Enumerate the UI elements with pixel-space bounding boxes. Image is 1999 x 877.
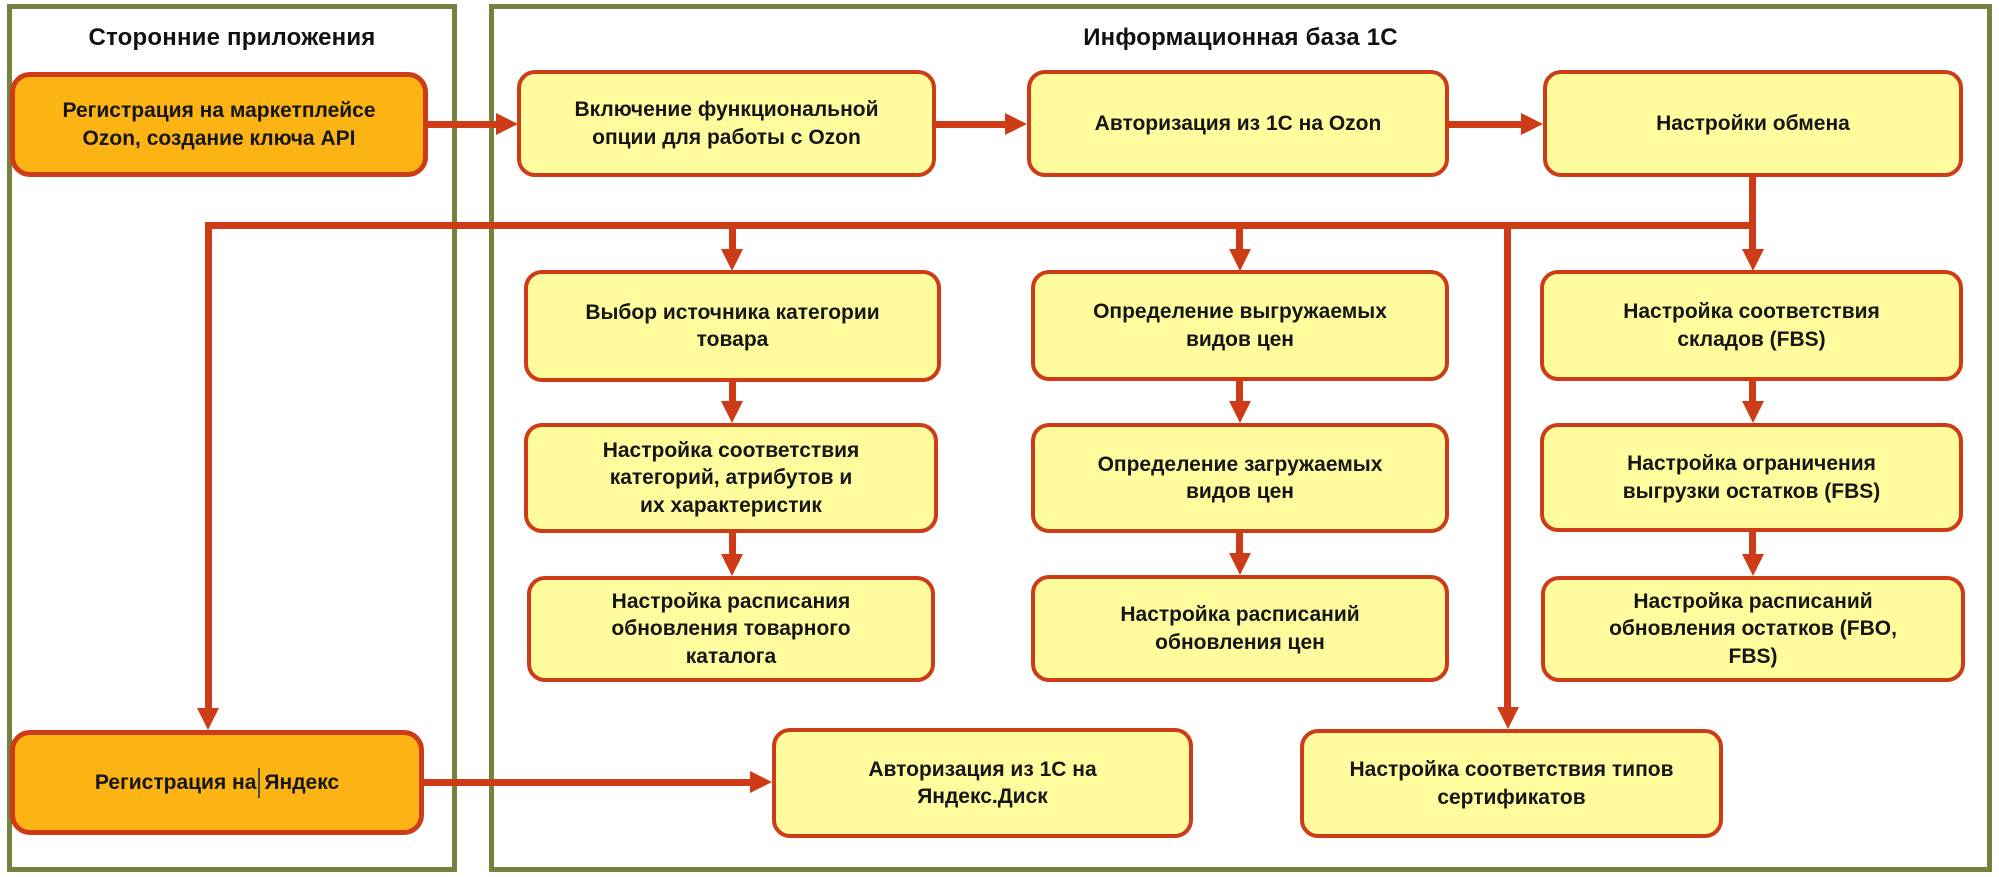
connector-importprices-priceschedule-arrowhead: [1229, 553, 1251, 575]
node-enable-ozon-option-label: Включение функциональной опции для работ…: [574, 98, 879, 149]
node-category-mapping-label: Настройка соответствия категорий, атрибу…: [602, 439, 860, 517]
connector-stocklimit-stockschedule-line: [1749, 532, 1756, 554]
connector-yandexreg-yadisk-line: [424, 779, 752, 786]
connector-rail-yandexreg-arrowhead: [197, 708, 219, 730]
connector-categorysource-categorymapping-arrowhead: [721, 401, 743, 423]
panel-1c-infobase: [489, 4, 1992, 872]
node-cert-mapping: Настройка соответствия типов сертификато…: [1300, 729, 1723, 838]
connector-distribution-rail: [205, 222, 1756, 229]
node-category-source-label: Выбор источника категории товара: [585, 300, 880, 351]
connector-rail-warehousemapping-arrowhead: [1742, 249, 1764, 271]
node-auth-ozon-label: Авторизация из 1С на Ozon: [1094, 111, 1382, 135]
connector-importprices-priceschedule-line: [1236, 533, 1243, 553]
node-warehouse-mapping: Настройка соответствия складов (FBS): [1540, 270, 1963, 381]
node-catalog-schedule: Настройка расписания обновления товарног…: [527, 576, 935, 682]
node-warehouse-mapping-label: Настройка соответствия складов (FBS): [1623, 300, 1880, 351]
node-yandex-registration: Регистрация на Яндекс: [10, 730, 424, 835]
node-import-prices-label: Определение загружаемых видов цен: [1097, 452, 1383, 503]
panel-title-1c-infobase: Информационная база 1С: [1083, 24, 1398, 51]
panel-title-third-party-apps: Сторонние приложения: [88, 24, 376, 51]
connector-rail-yandexreg-line: [205, 229, 212, 709]
connector-exportprices-importprices-arrowhead: [1229, 401, 1251, 423]
node-auth-ozon: Авторизация из 1С на Ozon: [1027, 70, 1449, 177]
connector-rail-certmapping-line: [1504, 229, 1511, 708]
connector-rail-categorysource-line: [729, 229, 736, 250]
yandex-label-part2: Яндекс: [264, 770, 340, 794]
node-export-prices: Определение выгружаемых видов цен: [1031, 270, 1449, 381]
node-price-schedule-label: Настройка расписаний обновления цен: [1120, 603, 1360, 654]
node-ozon-registration-label: Регистрация на маркетплейсе Ozon, создан…: [62, 99, 376, 150]
node-catalog-schedule-label: Настройка расписания обновления товарног…: [611, 590, 851, 668]
connector-warehousemapping-stocklimit-arrowhead: [1742, 401, 1764, 423]
node-auth-yandex-disk-label: Авторизация из 1С на Яндекс.Диск: [868, 757, 1097, 808]
connector-enableoption-authozon-arrowhead: [1005, 113, 1027, 135]
node-price-schedule: Настройка расписаний обновления цен: [1031, 575, 1449, 682]
connector-ozonreg-enableoption-line: [428, 121, 498, 128]
connector-rail-categorysource-arrowhead: [721, 249, 743, 271]
connector-ozonreg-enableoption-arrowhead: [496, 113, 518, 135]
connector-enableoption-authozon-line: [936, 121, 1007, 128]
connector-categorymapping-catalogschedule-line: [729, 533, 736, 554]
node-yandex-registration-label: Регистрация на Яндекс: [94, 767, 340, 798]
connector-rail-certmapping-arrowhead: [1497, 707, 1519, 729]
connector-warehousemapping-stocklimit-line: [1749, 381, 1756, 402]
node-category-mapping: Настройка соответствия категорий, атрибу…: [524, 423, 938, 533]
node-import-prices: Определение загружаемых видов цен: [1031, 423, 1449, 533]
yandex-label-part1: Регистрация на: [94, 770, 257, 794]
connector-rail-exportprices-line: [1236, 229, 1243, 250]
connector-rail-exportprices-arrowhead: [1229, 249, 1251, 271]
connector-rail-warehousemapping-line: [1749, 229, 1756, 250]
node-enable-ozon-option: Включение функциональной опции для работ…: [517, 70, 936, 177]
connector-categorymapping-catalogschedule-arrowhead: [721, 554, 743, 576]
node-stock-limit-label: Настройка ограничения выгрузки остатков …: [1622, 452, 1881, 503]
panel-third-party-apps: [7, 4, 457, 872]
node-stock-schedule: Настройка расписаний обновления остатков…: [1541, 576, 1965, 682]
node-stock-schedule-label: Настройка расписаний обновления остатков…: [1609, 590, 1897, 668]
node-stock-limit: Настройка ограничения выгрузки остатков …: [1540, 423, 1963, 532]
connector-authozon-exchange-line: [1449, 121, 1523, 128]
node-exchange-settings: Настройки обмена: [1543, 70, 1963, 177]
text-cursor: [258, 767, 261, 798]
connector-exchange-rail-line: [1749, 177, 1756, 229]
connector-categorysource-categorymapping-line: [729, 382, 736, 402]
node-category-source: Выбор источника категории товара: [524, 270, 941, 382]
node-export-prices-label: Определение выгружаемых видов цен: [1093, 300, 1387, 351]
node-exchange-settings-label: Настройки обмена: [1656, 111, 1850, 135]
connector-stocklimit-stockschedule-arrowhead: [1742, 554, 1764, 576]
connector-exportprices-importprices-line: [1236, 381, 1243, 402]
node-auth-yandex-disk: Авторизация из 1С на Яндекс.Диск: [772, 728, 1193, 838]
connector-authozon-exchange-arrowhead: [1521, 113, 1543, 135]
connector-yandexreg-yadisk-arrowhead: [750, 771, 772, 793]
node-cert-mapping-label: Настройка соответствия типов сертификато…: [1349, 758, 1674, 809]
node-ozon-registration: Регистрация на маркетплейсе Ozon, создан…: [10, 72, 428, 177]
